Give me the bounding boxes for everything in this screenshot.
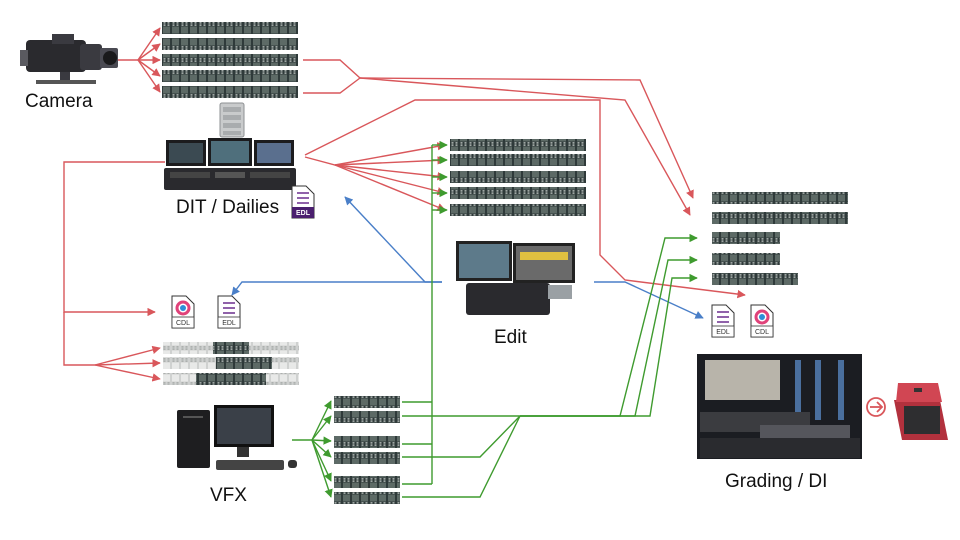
- edit-label: Edit: [494, 327, 527, 348]
- cdl-label: CDL: [755, 329, 769, 336]
- cdl-document-icon: CDL: [171, 295, 195, 329]
- camera-label: Camera: [25, 91, 93, 112]
- dailies-workstation-icon: [164, 138, 296, 190]
- film-strip: [334, 396, 400, 408]
- film-strip: [712, 212, 848, 224]
- film-strip: [450, 139, 586, 151]
- cdl-document-icon: CDL: [750, 304, 774, 338]
- dailies-clip-strips: [450, 139, 586, 216]
- film-strip: [162, 70, 298, 82]
- film-strip: [334, 436, 400, 448]
- raid-storage-icon: [219, 102, 245, 138]
- edit-workstation-icon: [456, 241, 575, 315]
- film-strip: [334, 492, 400, 504]
- edl-document-icon: EDL: [711, 304, 735, 338]
- film-segment: [196, 373, 266, 385]
- grading-suite-photo-icon: [697, 354, 862, 459]
- film-strip: [162, 86, 298, 98]
- delivery-case-icon: [894, 383, 948, 440]
- edl-label: EDL: [716, 329, 730, 336]
- film-strip: [162, 54, 298, 66]
- proxy-clip-strips: [163, 342, 299, 385]
- film-strip: [162, 38, 298, 50]
- film-segment: [213, 342, 249, 354]
- film-strip: [162, 22, 298, 34]
- edl-document-icon: EDL: [217, 295, 241, 329]
- dit-dailies-label: DIT / Dailies: [176, 197, 280, 218]
- vfx-computer-icon: [177, 405, 297, 470]
- film-segment: [216, 357, 272, 369]
- grading-clip-strips: [712, 192, 848, 285]
- film-strip: [712, 192, 848, 204]
- film-strip: [334, 476, 400, 488]
- arrow-circle-icon: [866, 397, 886, 417]
- vfx-clip-strips: [334, 396, 400, 504]
- camera-flow-lines: [63, 27, 746, 382]
- film-strip: [712, 253, 780, 265]
- grading-di-label: Grading / DI: [725, 471, 828, 492]
- edl-document-icon: EDL: [291, 185, 315, 219]
- film-strip: [712, 273, 798, 285]
- film-strip: [450, 187, 586, 199]
- vfx-label: VFX: [210, 485, 247, 506]
- camera-clip-strips: [162, 22, 298, 98]
- film-strip: [450, 204, 586, 216]
- film-strip: [712, 232, 780, 244]
- film-strip: [334, 452, 400, 464]
- edl-label: EDL: [222, 320, 236, 327]
- edl-label: EDL: [296, 210, 311, 217]
- cdl-label: CDL: [176, 320, 190, 327]
- film-strip: [450, 171, 586, 183]
- cinema-camera-icon: [20, 34, 118, 84]
- film-strip: [450, 154, 586, 166]
- vfx-flow-lines: [292, 140, 698, 498]
- film-strip: [334, 411, 400, 423]
- edit-flow-lines: [231, 196, 704, 319]
